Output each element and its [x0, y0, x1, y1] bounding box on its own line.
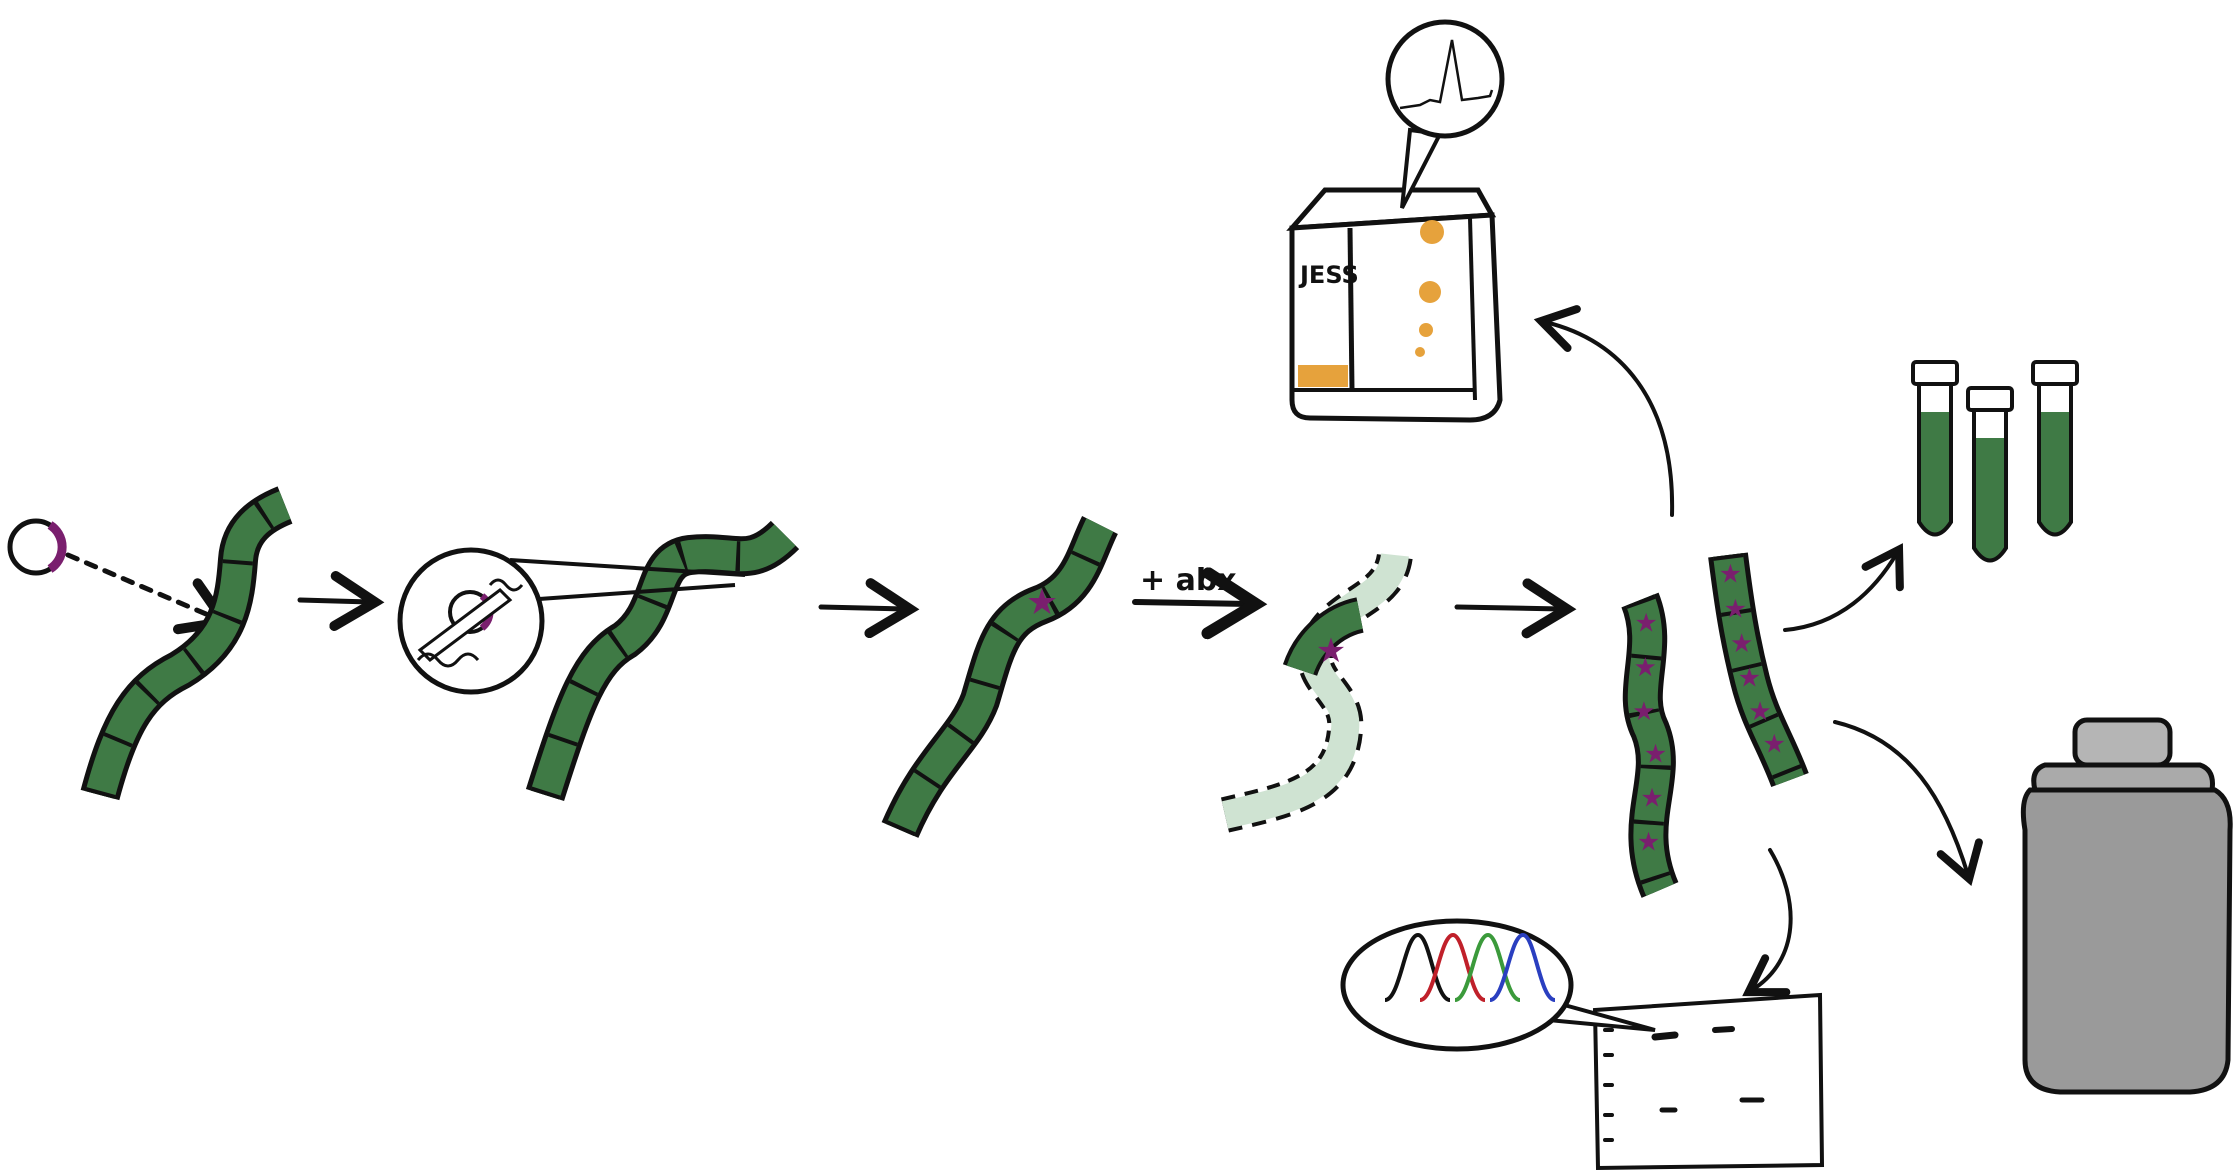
star-marker: ★	[1316, 633, 1346, 670]
peak-trace-icon	[1385, 19, 1505, 139]
star-marker: ★	[1026, 582, 1058, 622]
arrow	[1132, 567, 1268, 640]
tube-icon	[2031, 360, 2079, 537]
star-marker: ★	[1763, 729, 1786, 758]
chromatogram-icon	[1340, 918, 1656, 1052]
star-marker: ★	[1632, 697, 1655, 726]
star-marker: ★	[1748, 697, 1771, 726]
curved-arrow	[1783, 543, 1904, 632]
dying-worm-icon	[1220, 551, 1413, 833]
worm-icon	[525, 520, 800, 802]
tube-icon	[1966, 386, 2014, 563]
star-marker: ★	[1644, 739, 1667, 768]
worm-icon: ★ ★ ★ ★ ★ ★	[1708, 552, 1809, 788]
star-marker: ★	[1719, 560, 1742, 589]
star-marker: ★	[1640, 783, 1663, 812]
worm-icon	[881, 516, 1119, 839]
worm-icon	[80, 486, 293, 801]
arrow	[297, 571, 385, 631]
curved-arrow	[1833, 720, 1983, 887]
plasmid-integration-inset	[397, 547, 746, 695]
star-marker: ★	[1634, 609, 1657, 638]
arrow	[818, 578, 920, 639]
curved-arrow	[1742, 848, 1793, 997]
curved-arrow	[1533, 305, 1675, 517]
star-marker: ★	[1738, 664, 1761, 693]
dashed-arrow	[65, 552, 234, 635]
star-marker: ★	[1634, 653, 1657, 682]
star-marker: ★	[1637, 827, 1660, 856]
plasmid-icon	[7, 518, 67, 576]
worm-icon: ★ ★ ★ ★ ★ ★	[1621, 592, 1679, 898]
tube-icon	[1911, 360, 1959, 537]
gel-icon	[1592, 992, 1825, 1171]
dewar-icon	[2020, 717, 2233, 1095]
arrow	[1454, 578, 1577, 639]
antibiotic-label: + abx	[1140, 563, 1237, 598]
jess-label: JESS	[1298, 261, 1359, 289]
star-marker: ★	[1730, 629, 1753, 658]
star-marker: ★	[1724, 595, 1747, 624]
jess-instrument-icon: JESS	[1286, 127, 1503, 423]
